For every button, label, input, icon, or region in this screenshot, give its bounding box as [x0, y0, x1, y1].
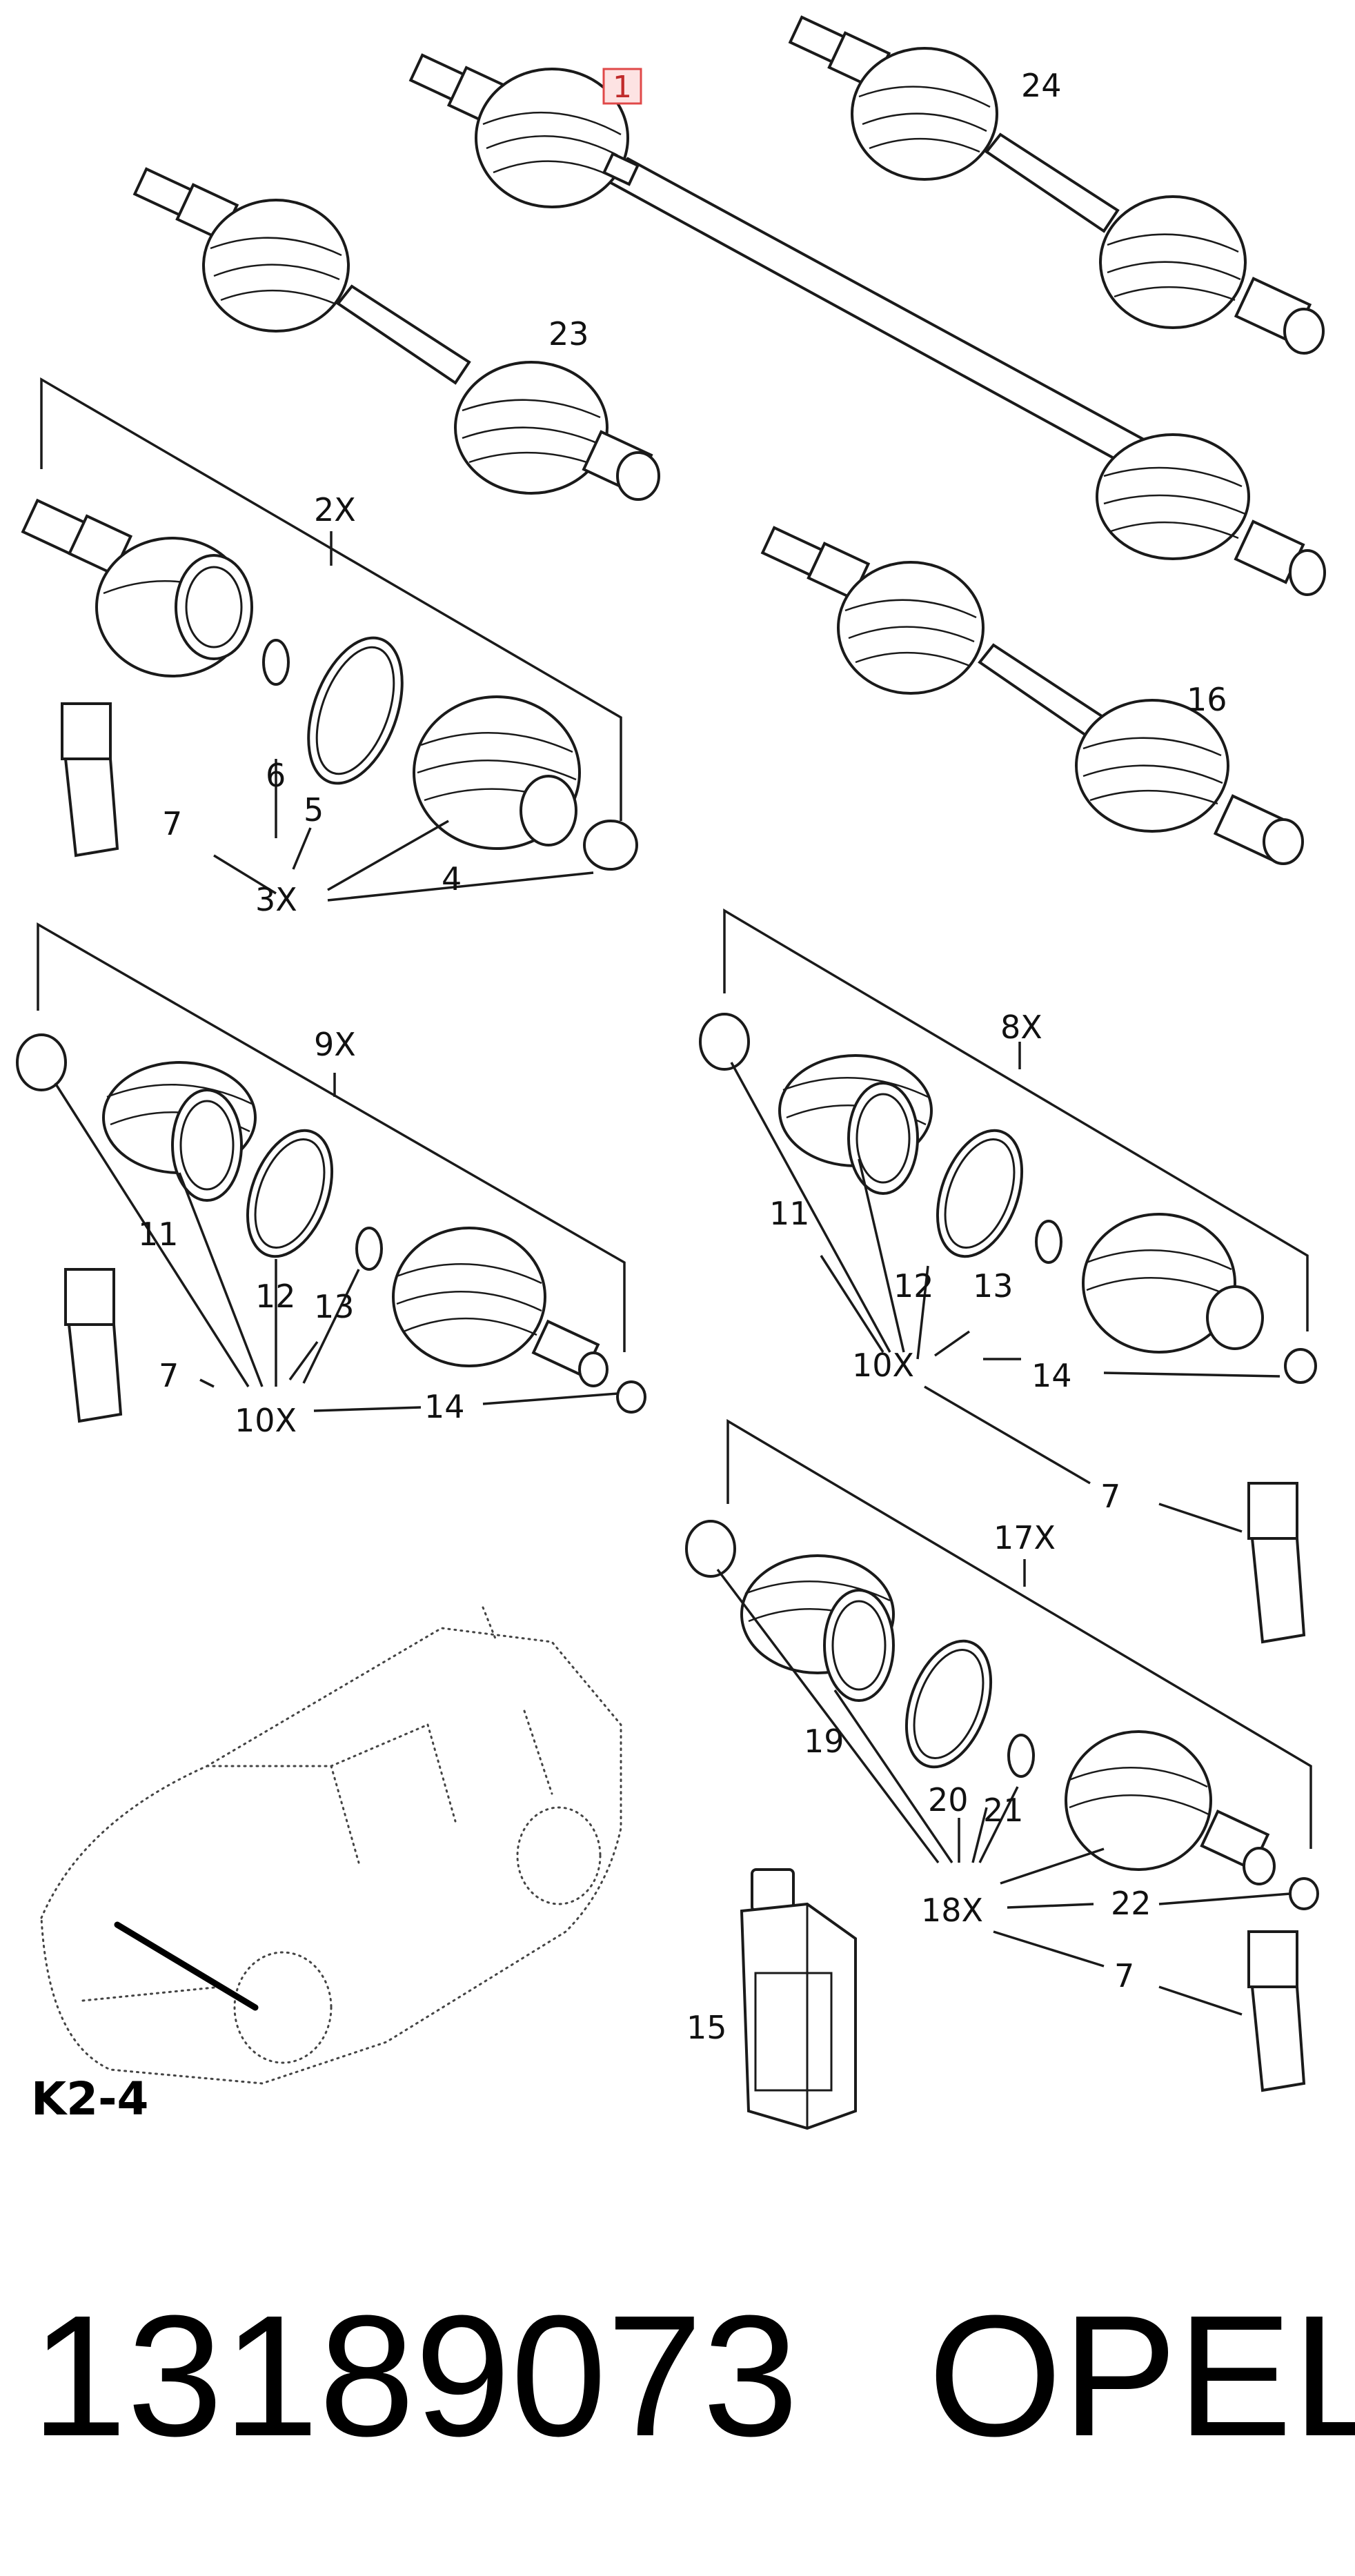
kit-2x [21, 377, 638, 902]
callout-18x: 18X [921, 1892, 983, 1929]
kit-9x [16, 922, 646, 1423]
callout-8x: 8X [1000, 1009, 1042, 1046]
callout-24: 24 [1021, 67, 1062, 104]
callout-12-a: 12 [255, 1278, 296, 1315]
callout-23: 23 [548, 315, 589, 353]
callout-11-b: 11 [769, 1195, 810, 1232]
callout-13-a: 13 [314, 1288, 355, 1325]
callout-7-d: 7 [1114, 1957, 1134, 1994]
callout-13-b: 13 [973, 1267, 1013, 1305]
callout-19: 19 [804, 1723, 844, 1760]
drive-shaft-1 [408, 53, 1326, 596]
callout-9x: 9X [314, 1026, 356, 1063]
callout-1-highlight[interactable]: 1 [602, 68, 642, 105]
view-reference: K2-4 [31, 2072, 148, 2126]
callout-2x: 2X [314, 491, 356, 528]
callout-21: 21 [983, 1792, 1024, 1829]
callout-10x-a: 10X [235, 1402, 297, 1439]
callout-6: 6 [266, 757, 286, 794]
brand-name: OPEL [928, 2279, 1355, 2472]
callout-1: 1 [613, 70, 632, 105]
drive-shaft-16 [760, 526, 1304, 865]
callout-12-b: 12 [893, 1267, 934, 1305]
callout-7-b: 7 [159, 1357, 179, 1394]
kit-8x [699, 908, 1317, 1644]
callout-15: 15 [686, 2009, 727, 2046]
callout-7-c: 7 [1100, 1478, 1120, 1515]
callout-5: 5 [304, 791, 324, 829]
callout-20: 20 [928, 1781, 969, 1819]
callout-14-a: 14 [424, 1388, 465, 1425]
callout-4: 4 [442, 860, 462, 898]
callout-17x: 17X [993, 1519, 1056, 1556]
callout-14-b: 14 [1031, 1357, 1072, 1394]
drive-shaft-23 [132, 167, 660, 501]
callout-3x: 3X [255, 881, 297, 918]
callout-7-a: 7 [162, 805, 182, 842]
oil-bottle-15 [740, 1868, 857, 2130]
callout-22: 22 [1111, 1885, 1151, 1922]
vehicle-locator [40, 1606, 622, 2085]
part-number: 13189073 [31, 2279, 798, 2472]
drive-shaft-24 [788, 15, 1325, 355]
kit-17x [685, 1418, 1319, 2092]
callout-10x-b: 10X [852, 1347, 914, 1384]
callout-16: 16 [1187, 681, 1227, 718]
callout-11-a: 11 [138, 1216, 179, 1253]
